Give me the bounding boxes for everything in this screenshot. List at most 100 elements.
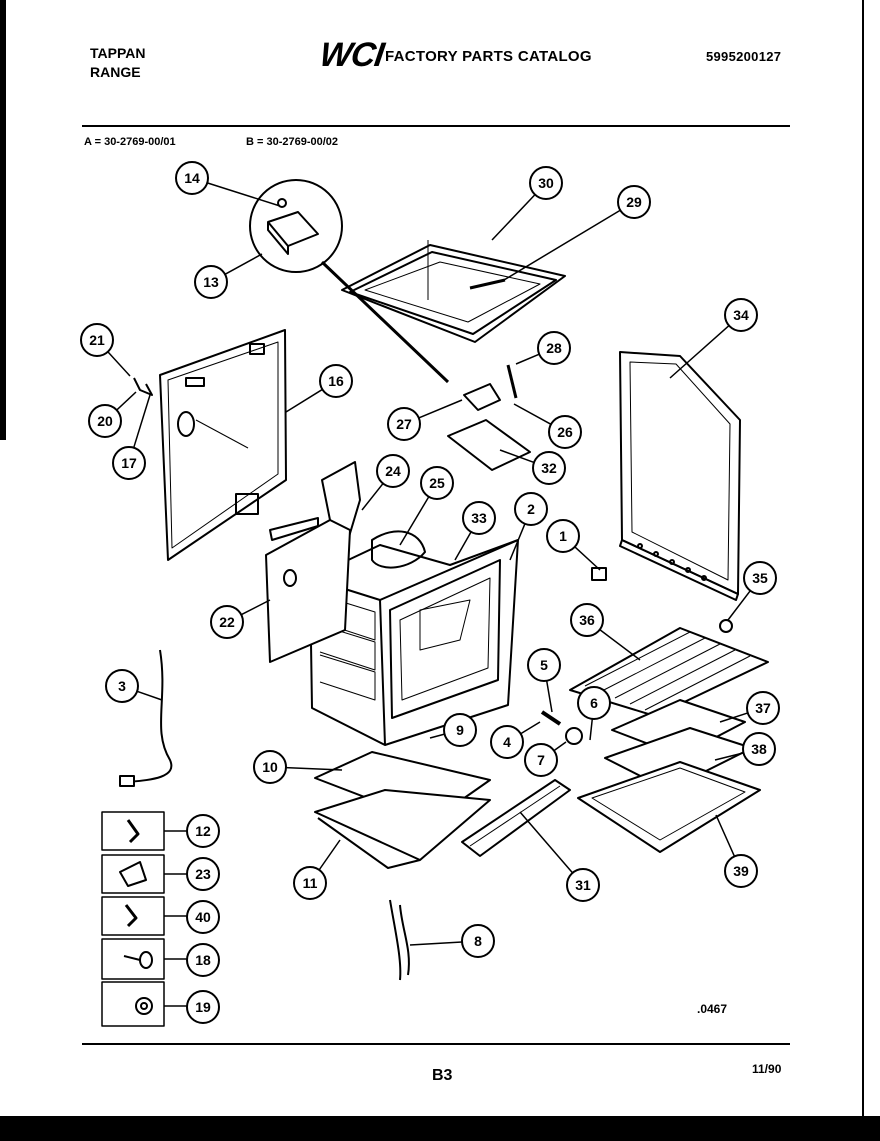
callout-circle-31 xyxy=(566,868,600,902)
callout-circle-37 xyxy=(746,691,780,725)
right-scan-edge xyxy=(862,0,864,1130)
callout-circle-17 xyxy=(112,446,146,480)
callout-number-26: 26 xyxy=(557,424,573,440)
anti-tip-bracket xyxy=(389,899,410,981)
callout-circle-24 xyxy=(376,454,410,488)
callout-number-29: 29 xyxy=(626,194,642,210)
callout-number-8: 8 xyxy=(474,933,482,949)
callout-leader-33 xyxy=(454,531,472,561)
callout-32: 32 xyxy=(499,449,566,485)
page-number: B3 xyxy=(432,1067,453,1084)
model-b-label: B = 30-2769-00/02 xyxy=(246,136,339,148)
callout-23: 23 xyxy=(186,857,220,891)
callout-circle-10 xyxy=(253,750,287,784)
small-switch xyxy=(591,567,607,581)
catalog-number: 5995200127 xyxy=(706,49,782,64)
door-liner xyxy=(265,517,351,663)
left-scan-edge xyxy=(0,0,6,440)
callout-circle-27 xyxy=(387,407,421,441)
drawer-rail xyxy=(461,779,571,857)
broiler-pan xyxy=(577,699,761,853)
oven-rack xyxy=(569,627,769,717)
callout-number-6: 6 xyxy=(590,695,598,711)
callout-number-19: 19 xyxy=(195,999,211,1015)
brand-block: TAPPAN RANGE xyxy=(90,44,145,82)
callout-circle-34 xyxy=(724,298,758,332)
bottom-scan-edge xyxy=(0,1116,880,1141)
callout-leader-6 xyxy=(589,718,594,741)
callout-circle-4 xyxy=(490,725,524,759)
callout-11: 11 xyxy=(293,839,341,900)
callout-24: 24 xyxy=(361,454,410,511)
callout-number-39: 39 xyxy=(733,863,749,879)
model-a-label: A = 30-2769-00/01 xyxy=(84,136,176,148)
callout-number-23: 23 xyxy=(195,866,211,882)
callout-circle-19 xyxy=(186,990,220,1024)
callout-22: 22 xyxy=(210,599,271,639)
callout-10: 10 xyxy=(253,750,343,784)
callout-leader-35 xyxy=(727,590,751,621)
callout-leader-28 xyxy=(515,353,540,365)
mounting-bracket xyxy=(447,419,531,471)
revision-date: 11/90 xyxy=(752,1062,782,1076)
callout-number-25: 25 xyxy=(429,475,445,491)
callout-circle-33 xyxy=(462,501,496,535)
callout-leader-36 xyxy=(599,629,641,661)
callout-circle-26 xyxy=(548,415,582,449)
callout-number-13: 13 xyxy=(203,274,219,290)
brand-name: TAPPAN xyxy=(90,45,146,61)
callout-leader-20 xyxy=(116,391,137,411)
callout-25: 25 xyxy=(399,466,454,546)
callout-circle-16 xyxy=(319,364,353,398)
power-cord xyxy=(127,649,173,783)
callout-circle-20 xyxy=(88,404,122,438)
callout-number-7: 7 xyxy=(537,752,545,768)
callout-number-17: 17 xyxy=(121,455,137,471)
callout-34: 34 xyxy=(669,298,758,379)
callout-number-2: 2 xyxy=(527,501,535,517)
callout-circle-5 xyxy=(527,648,561,682)
callout-38: 38 xyxy=(714,732,776,766)
callout-circle-2 xyxy=(514,492,548,526)
callout-number-12: 12 xyxy=(195,823,211,839)
cooktop-panel xyxy=(341,240,566,343)
callout-circle-6 xyxy=(577,686,611,720)
callout-circle-9 xyxy=(443,713,477,747)
callout-31: 31 xyxy=(519,811,600,902)
callout-circle-30 xyxy=(529,166,563,200)
callout-leader-13 xyxy=(224,253,263,275)
callout-33: 33 xyxy=(454,501,496,561)
callout-number-36: 36 xyxy=(579,612,595,628)
callout-circle-35 xyxy=(743,561,777,595)
callout-number-22: 22 xyxy=(219,614,235,630)
rear-panel xyxy=(619,351,741,601)
callout-circle-32 xyxy=(532,451,566,485)
callout-number-27: 27 xyxy=(396,416,412,432)
callout-number-40: 40 xyxy=(195,909,211,925)
callout-35: 35 xyxy=(727,561,777,621)
footer-rule xyxy=(82,1043,790,1045)
callout-circle-13 xyxy=(194,265,228,299)
callout-13: 13 xyxy=(194,253,263,299)
callout-number-31: 31 xyxy=(575,877,591,893)
callout-30: 30 xyxy=(491,166,563,241)
callout-circle-3 xyxy=(105,669,139,703)
callout-leader-34 xyxy=(669,325,730,379)
callout-21: 21 xyxy=(80,323,131,377)
callout-leader-24 xyxy=(361,483,384,511)
callout-leader-39 xyxy=(715,814,736,857)
callout-leader-25 xyxy=(399,496,430,546)
leveling-leg xyxy=(719,619,733,633)
callout-number-1: 1 xyxy=(559,528,567,544)
callout-12: 12 xyxy=(186,814,220,848)
callout-37: 37 xyxy=(719,691,780,725)
callout-leader-17 xyxy=(133,394,151,448)
callout-leader-29 xyxy=(503,209,621,281)
callout-40: 40 xyxy=(186,900,220,934)
callout-circle-29 xyxy=(617,185,651,219)
thermostat-part xyxy=(463,383,501,411)
callout-number-10: 10 xyxy=(262,759,278,775)
callout-circle-28 xyxy=(537,331,571,365)
callout-17: 17 xyxy=(112,394,151,480)
